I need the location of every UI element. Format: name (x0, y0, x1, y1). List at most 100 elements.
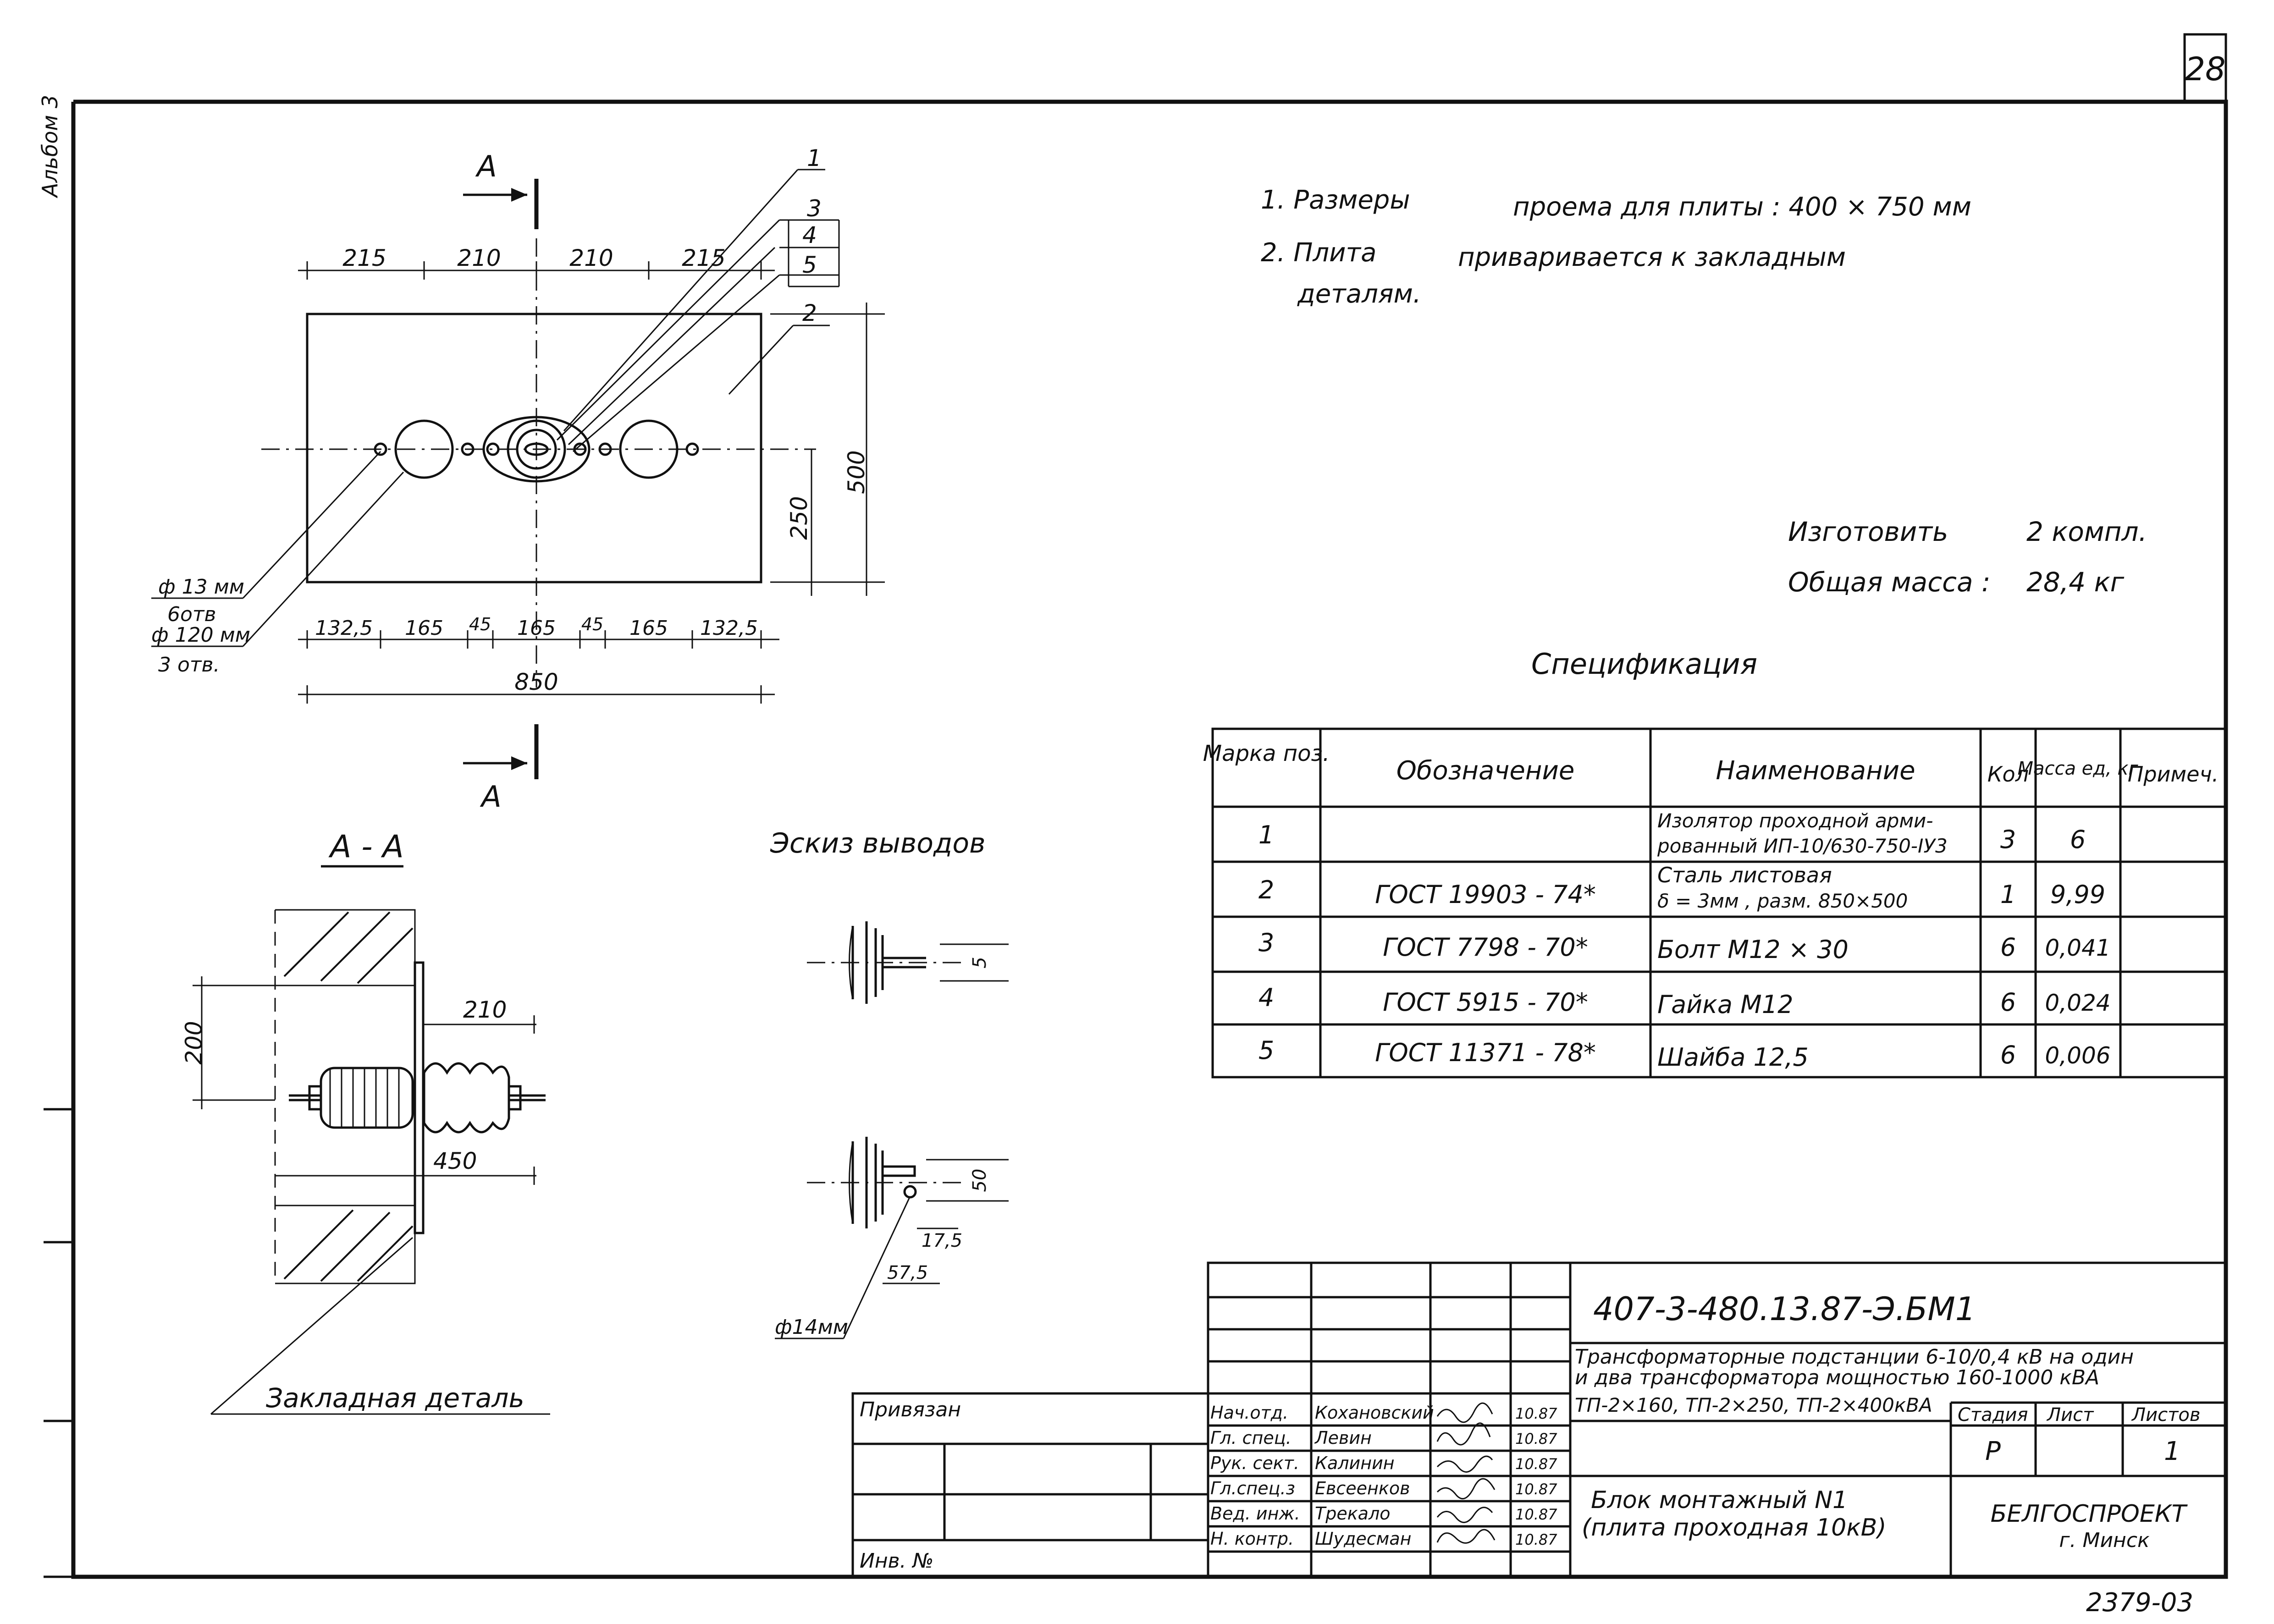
dim-210: 210 (463, 996, 507, 1023)
staff-row: Вед. инж. Трекало 10.87 (1210, 1503, 1557, 1524)
spec-header-note: Примеч. (2128, 762, 2219, 787)
spec-row5-designation: ГОСТ 11371 - 78* (1375, 1038, 1596, 1067)
signatures (1436, 1402, 1496, 1544)
doc-code: 407-3-480.13.87-Э.БМ1 (1593, 1290, 1976, 1328)
staff-row: Н. контр. Шудесман 10.87 (1210, 1529, 1557, 1549)
bottom-dim-7: 132,5 (700, 617, 758, 640)
org-name: БЕЛГОСПРОЕКТ (1991, 1500, 2188, 1528)
lead-dim-17-5: 17,5 (922, 1230, 962, 1251)
album-label: Альбом 3 (38, 95, 62, 198)
spec-row3-name1: Болт М12 × 30 (1657, 935, 1849, 964)
project-line2: и два трансформатора мощностью 160-1000 … (1575, 1366, 2099, 1389)
drawing-title-line1: Блок монтажный N1 (1591, 1486, 1848, 1514)
note1-label: 1. Размеры (1261, 185, 1410, 215)
dim-height-250: 250 (786, 496, 812, 539)
lead-dim-5: 5 (969, 957, 990, 968)
spec-row5-mass: 0,006 (2045, 1042, 2110, 1069)
callout-4: 4 (802, 222, 817, 248)
bottom-dim-2: 165 (405, 617, 443, 640)
inv-label: Инв. № (860, 1549, 933, 1573)
staff-date-5: 10.87 (1515, 1506, 1557, 1523)
org-city: г. Минск (2059, 1529, 2150, 1552)
sheets-value: 1 (2164, 1437, 2180, 1466)
spec-row3-pos: 3 (1258, 928, 1274, 957)
callout-1: 1 (807, 145, 822, 171)
hole-small-count: 6отв (167, 603, 216, 626)
stage-label: Стадия (1958, 1404, 2028, 1426)
sheet-number: 28 (2185, 50, 2225, 88)
spec-header-qty: Кол (1987, 762, 2029, 787)
top-dim-2: 210 (457, 245, 501, 271)
mass-label: Общая масса : (1788, 567, 1991, 598)
spec-row4-designation: ГОСТ 5915 - 70* (1383, 988, 1588, 1017)
overall-width: 850 (514, 669, 558, 695)
spec-row2-mass: 9,99 (2050, 880, 2105, 909)
hole-large-left (394, 419, 454, 479)
callout-2: 2 (802, 300, 817, 326)
spec-row: 1 Изолятор проходной арми- рованный ИП-1… (1258, 809, 2086, 857)
bolt-holes (374, 442, 699, 456)
plan-view: А А (151, 145, 885, 814)
position-callouts: 1 3 4 5 2 (556, 145, 840, 452)
make-value: 2 компл. (2026, 516, 2147, 547)
spec-row3-qty: 6 (2000, 933, 2016, 962)
bottom-dim-6: 165 (629, 617, 668, 640)
right-dimensions: 500 250 (770, 303, 885, 596)
leads-title: Эскиз выводов (770, 827, 985, 859)
wall-lower (275, 1205, 416, 1284)
spec-row1-mass: 6 (2070, 825, 2086, 854)
insulator-center (482, 416, 591, 483)
drawing-title-line2: (плита проходная 10кВ) (1582, 1514, 1887, 1541)
spec-row: 2 ГОСТ 19903 - 74* Сталь листовая δ = 3м… (1258, 863, 2105, 912)
staff-role-6: Н. контр. (1210, 1529, 1294, 1549)
embedded-label: Закладная деталь (266, 1382, 524, 1414)
spec-row2-designation: ГОСТ 19903 - 74* (1375, 880, 1596, 909)
section-letter-top: А (475, 150, 497, 184)
staff-role-3: Рук. сект. (1210, 1453, 1299, 1473)
lead-dim-50: 50 (969, 1169, 990, 1192)
section-letter-bottom: А (480, 780, 502, 814)
staff-role-5: Вед. инж. (1210, 1503, 1300, 1524)
spec-row2-name1: Сталь листовая (1657, 863, 1832, 887)
top-dimensions: 215 210 210 215 (298, 245, 775, 280)
bottom-dim-5: 45 (581, 614, 603, 634)
linked-label: Привязан (860, 1398, 961, 1421)
spec-row3-mass: 0,041 (2045, 935, 2110, 961)
staff-name-5: Трекало (1315, 1503, 1391, 1524)
staff-role-2: Гл. спец. (1210, 1428, 1292, 1448)
spec-row2-qty: 1 (2000, 880, 2016, 909)
note2-text2: деталям. (1297, 279, 1421, 309)
spec-row1-qty: 3 (2000, 825, 2016, 854)
spec-row4-name1: Гайка М12 (1657, 990, 1793, 1019)
hole-large-count: 3 отв. (158, 653, 220, 677)
spec-row1-name2: рованный ИП-10/630-750-IУ3 (1657, 835, 1948, 857)
spec-row: 3 ГОСТ 7798 - 70* Болт М12 × 30 6 0,041 (1258, 928, 2111, 964)
staff-name-2: Левин (1314, 1428, 1372, 1448)
dim-200: 200 (181, 1021, 207, 1064)
spec-header-designation: Обозначение (1396, 756, 1575, 786)
bottom-dim-4: 165 (517, 617, 556, 640)
hole-small-label: ф 13 мм (158, 575, 244, 599)
bottom-dim-3: 45 (469, 614, 491, 634)
staff-name-1: Кохановский (1315, 1403, 1434, 1423)
plate-outline (306, 313, 762, 584)
staff-name-3: Калинин (1315, 1453, 1395, 1473)
staff-row: Рук. сект. Калинин 10.87 (1210, 1453, 1557, 1473)
archive-number: 2379-03 (2086, 1588, 2193, 1618)
lead-upper: 5 (807, 921, 1009, 1004)
section-marker-bottom: А (463, 724, 539, 814)
bottom-dimensions: 132,5 165 45 165 45 165 132,5 850 (298, 614, 779, 704)
hole-leaders: ф 13 мм 6отв ф 120 мм 3 отв. (151, 451, 404, 677)
specification: Спецификация Марка поз. Обозначение Наим… (1203, 647, 2227, 1079)
make-label: Изготовить (1788, 516, 1948, 547)
staff-date-2: 10.87 (1515, 1430, 1557, 1448)
spec-header-name: Наименование (1716, 756, 1915, 786)
notes: 1. Размеры проема для плиты : 400 × 750 … (1261, 185, 1971, 309)
spec-row: 5 ГОСТ 11371 - 78* Шайба 12,5 6 0,006 (1258, 1036, 2111, 1072)
dim-450: 450 (433, 1148, 477, 1174)
lead-dim-57-5: 57,5 (887, 1262, 928, 1283)
note2-text: приваривается к закладным (1458, 242, 1846, 272)
section-view: А - А (181, 829, 550, 1415)
spec-row1-name1: Изолятор проходной арми- (1657, 809, 1933, 832)
